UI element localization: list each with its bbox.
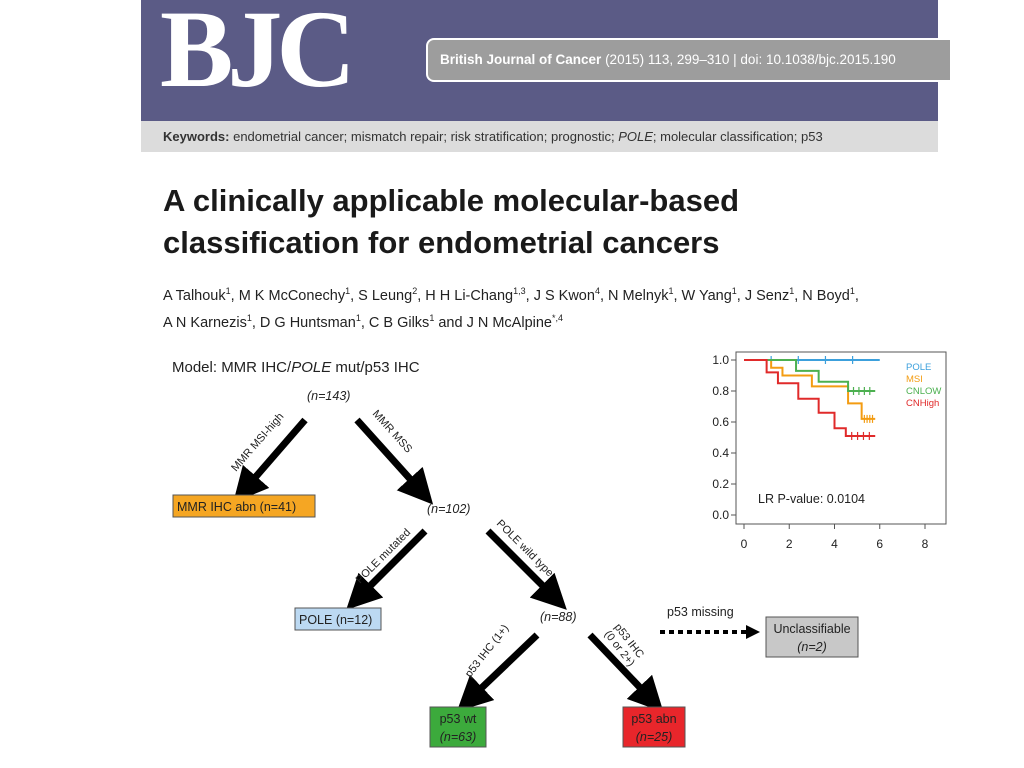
legend-pole: POLE [906,362,931,373]
model-label: Model: MMR IHC/POLE mut/p53 IHC [172,359,420,376]
author: S Leung2 [358,286,418,304]
node-mmr-abn [172,494,316,518]
x-tick-label: 4 [831,537,838,551]
arrow-missing-head [746,625,760,639]
legend-msi: MSI [906,374,923,385]
keywords-text: endometrial cancer; mismatch repair; ris… [233,129,615,144]
author: A Talhouk1 [163,286,231,304]
author: J Senz1 [744,286,795,304]
y-tick-label: 1.0 [712,353,729,367]
author: C B Gilks1 [368,312,435,331]
title-line-2: classification for endometrial cancers [163,225,720,260]
node-p53-abn [622,706,686,748]
author: H H Li-Chang1,3 [425,286,526,304]
author: N Melnyk1 [608,286,674,304]
title-line-1: A clinically applicable molecular-based [163,183,740,218]
edge-label-mss: MMR MSS [370,408,414,456]
article-title: A clinically applicable molecular-based … [163,180,923,264]
node-p53-abn-label-1: p53 abn [631,712,676,726]
series-line-cnlow [744,359,876,392]
author: N Boyd1 [802,286,855,304]
plot-frame [735,351,947,525]
y-tick-label: 0.2 [712,477,729,491]
x-tick-label: 8 [922,537,929,551]
citation-text: (2015) 113, 299–310 | doi: 10.1038/bjc.2… [605,52,896,67]
arrow-pole-wt [485,528,567,610]
journal-logo: BJC [160,0,356,110]
node-unclassifiable-label-1: Unclassifiable [773,622,850,636]
node-p53-wt-label-1: p53 wt [440,712,477,726]
author: J N McAlpine*,4 [466,312,564,331]
mid-count: (n=102) [427,502,470,516]
legend-cnlow: CNLOW [906,386,941,397]
keywords-label: Keywords: [163,129,230,144]
node-p53-abn-label-2: (n=25) [636,730,672,744]
node-p53-wt [429,706,487,748]
journal-name: British Journal of Cancer [440,52,602,67]
author: W Yang1 [681,286,737,304]
keywords-text-2: ; molecular classification; p53 [652,129,823,144]
node-pole-label: POLE (n=12) [299,613,372,627]
node-unclassifiable-label-2: (n=2) [797,640,827,654]
author-list: A Talhouk1, M K McConechy1, S Leung2, H … [163,286,859,331]
arrow-p53-wt [456,632,540,712]
low-count: (n=88) [540,610,576,624]
x-tick-label: 0 [741,537,748,551]
arrow-p53-abn [587,632,664,713]
author: J S Kwon4 [533,286,600,304]
root-count: (n=143) [307,389,350,403]
y-tick-label: 0.8 [712,384,729,398]
author: A N Karnezis1 [163,312,252,331]
arrow-pole-mut [346,528,428,610]
edge-label-msi: MMR MSI-high [229,411,286,474]
arrow-mss [354,417,434,505]
author: M K McConechy1 [238,286,351,304]
keywords-pole: POLE [618,129,653,144]
survival-chart: 0.0 0.2 0.4 0.6 0.8 1.0 0 2 4 6 8 POLEMSICNLOWCNHig… [712,351,947,551]
node-unclassifiable [765,616,859,658]
citation-tab: British Journal of Cancer (2015) 113, 29… [426,38,950,82]
x-tick-label: 2 [786,537,793,551]
author: D G Huntsman1 [259,312,361,331]
y-tick-label: 0.0 [712,508,729,522]
y-tick-label: 0.4 [712,446,729,460]
arrow-msi [233,417,308,503]
p-value-annotation: LR P-value: 0.0104 [758,492,865,506]
edge-label-missing: p53 missing [667,605,734,619]
x-tick-label: 6 [876,537,883,551]
node-pole [294,607,382,631]
node-p53-wt-label-2: (n=63) [440,730,476,744]
y-tick-label: 0.6 [712,415,729,429]
keywords-bar: Keywords: endometrial cancer; mismatch r… [141,121,938,152]
series-line-cnhigh [744,359,876,437]
legend-cnhigh: CNHigh [906,398,939,409]
node-mmr-abn-label: MMR IHC abn (n=41) [177,500,296,514]
series-line-msi [744,359,876,420]
